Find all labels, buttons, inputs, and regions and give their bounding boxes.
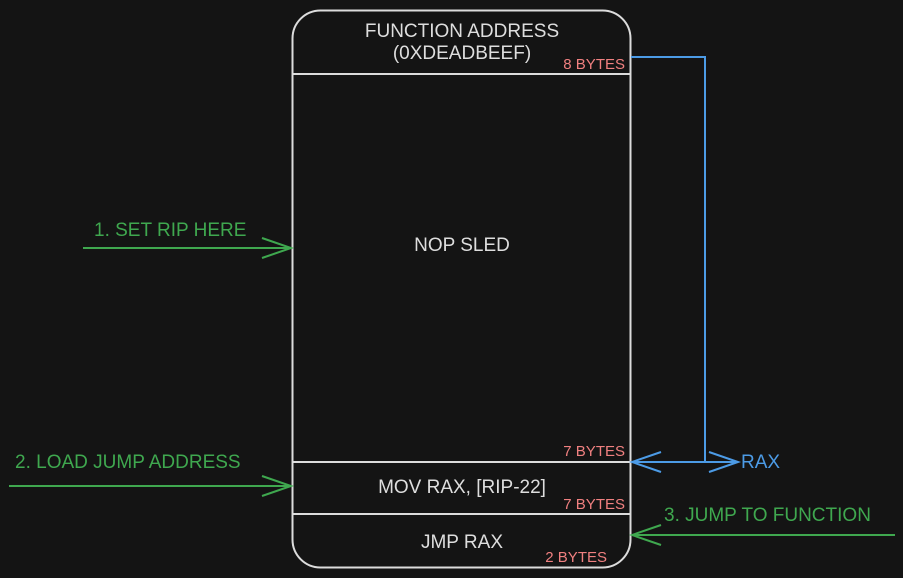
rax-register-label: RAX bbox=[741, 452, 781, 473]
step1-label: 1. SET RIP HERE bbox=[94, 220, 247, 241]
mov-rax-label: MOV RAX, [RIP-22] bbox=[378, 477, 546, 498]
step3-arrow bbox=[628, 524, 895, 546]
jmp-rax-label: JMP RAX bbox=[420, 532, 503, 553]
memory-block-outline bbox=[291, 9, 632, 569]
function-address-line2: (0XDEADBEEF) bbox=[392, 43, 532, 64]
nop-sled-size: 7 BYTES bbox=[563, 443, 625, 460]
function-address-label: FUNCTION ADDRESS (0XDEADBEEF) bbox=[292, 22, 632, 63]
step2-label: 2. LOAD JUMP ADDRESS bbox=[15, 452, 241, 473]
mov-rax-size: 7 BYTES bbox=[563, 496, 625, 513]
function-address-line1: FUNCTION ADDRESS bbox=[364, 21, 560, 42]
step2-arrow bbox=[9, 475, 295, 497]
rax-connector bbox=[628, 56, 742, 473]
function-address-size: 8 BYTES bbox=[563, 56, 625, 73]
nop-sled-label: NOP SLED bbox=[414, 235, 510, 256]
step1-arrow bbox=[83, 237, 295, 259]
step3-label: 3. JUMP TO FUNCTION bbox=[664, 505, 871, 526]
jmp-rax-size: 2 BYTES bbox=[545, 549, 607, 566]
